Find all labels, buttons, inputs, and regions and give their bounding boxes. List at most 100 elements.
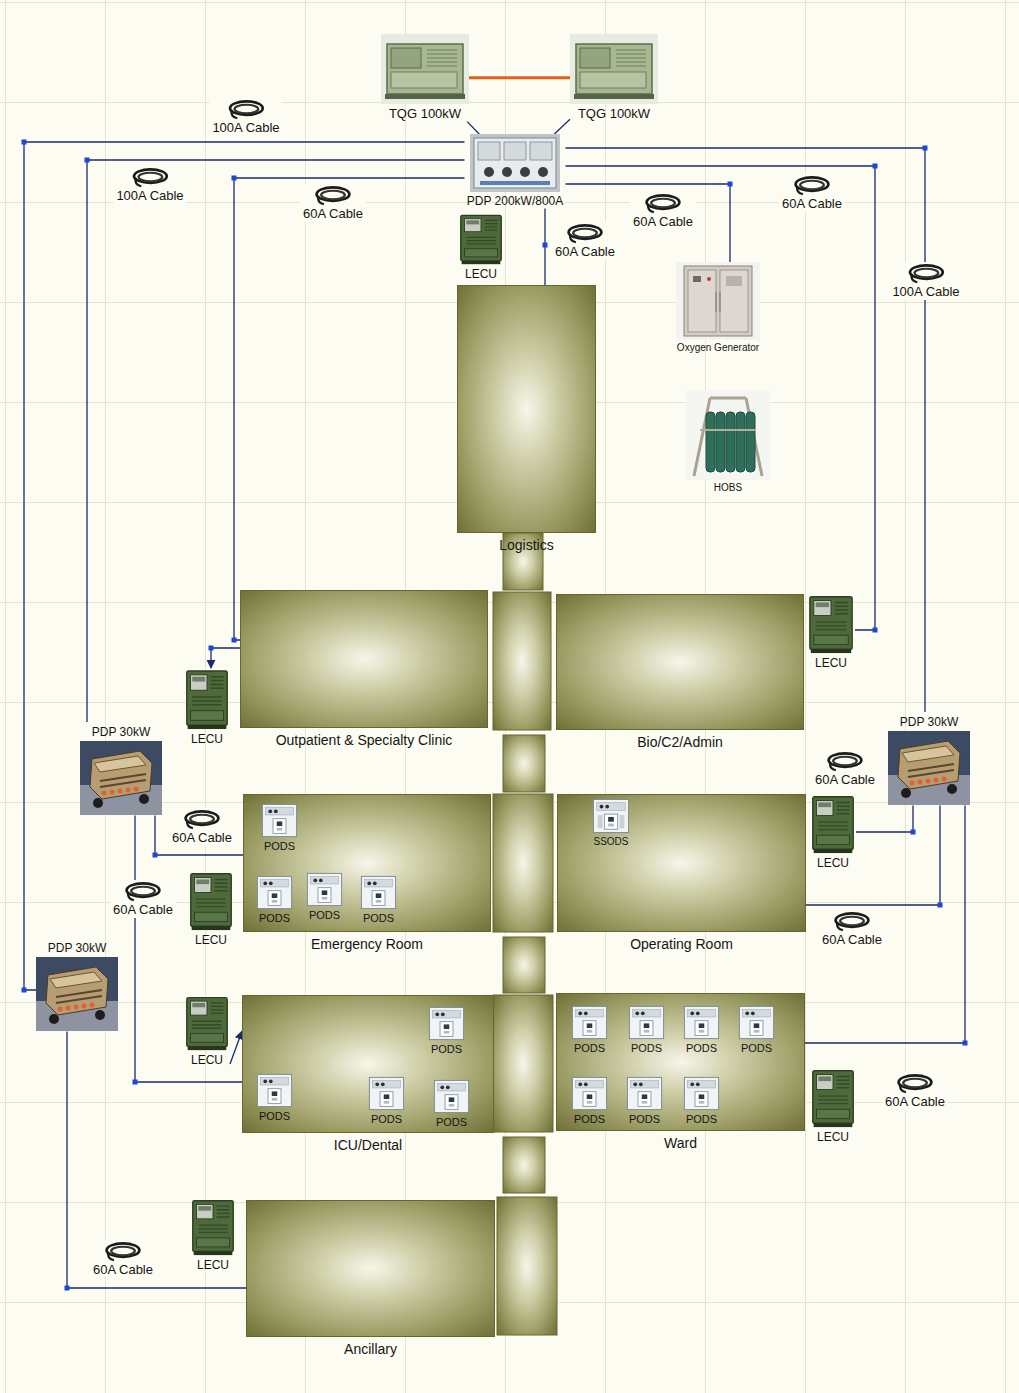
cable-label: 60A Cable xyxy=(822,932,882,948)
cable-connector xyxy=(469,76,570,79)
cable-label: 60A Cable xyxy=(782,196,842,212)
shelter-box: Ancillary xyxy=(246,1200,495,1337)
cable-tag: 60A Cable xyxy=(819,910,885,948)
corridor xyxy=(497,1197,557,1335)
cable-coil xyxy=(565,222,605,244)
unit-label: PODS xyxy=(629,1111,660,1126)
icon-frame xyxy=(381,34,469,104)
ssods-icon xyxy=(592,798,630,834)
cable-icon xyxy=(565,222,605,244)
generator: TQG 100kW xyxy=(570,34,658,122)
unit-label: PODS xyxy=(371,1111,402,1126)
power-distribution-panel: PDP 30kW xyxy=(80,722,162,815)
cable-coil xyxy=(182,808,222,830)
icon-frame xyxy=(256,875,293,910)
cable-tag: 60A Cable xyxy=(630,192,696,230)
cable-label: 60A Cable xyxy=(815,772,875,788)
unit-label: LECU xyxy=(817,1128,849,1144)
corridor xyxy=(503,1137,545,1193)
pods-icon xyxy=(428,1006,465,1041)
icon-frame xyxy=(80,741,162,815)
ssods-unit: SSODS xyxy=(591,798,631,848)
pods-icon xyxy=(433,1079,470,1114)
lecu-unit: LECU xyxy=(810,1068,856,1144)
unit-label: PDP 30kW xyxy=(900,712,958,731)
pods-unit: PODS xyxy=(683,1076,720,1126)
cable-tag: 60A Cable xyxy=(552,222,618,260)
unit-label: TQG 100kW xyxy=(389,104,461,122)
shelter-box: Operating RoomSSODS xyxy=(557,794,806,932)
cable-icon xyxy=(130,166,170,188)
pods-unit: PODS xyxy=(683,1005,720,1055)
shelter-label: Operating Room xyxy=(557,936,806,953)
lecu-icon xyxy=(807,594,855,654)
unit-label: HOBS xyxy=(714,480,742,494)
cable-label: 60A Cable xyxy=(555,244,615,260)
bend-point xyxy=(22,140,27,145)
cable-connector xyxy=(467,122,479,134)
bend-point xyxy=(923,146,928,151)
cable-tag: 100A Cable xyxy=(889,262,962,300)
hobs-icon xyxy=(686,390,770,480)
cable-connector xyxy=(554,119,570,134)
cable-connector xyxy=(135,815,242,1082)
unit-label: PODS xyxy=(574,1040,605,1055)
lecu-icon xyxy=(810,1068,856,1128)
icon-frame xyxy=(810,1068,856,1128)
unit-label: Oxygen Generator xyxy=(677,340,759,354)
shelter-label: ICU/Dental xyxy=(242,1137,494,1154)
icon-frame xyxy=(458,213,504,265)
bend-point xyxy=(209,646,214,651)
corridor xyxy=(493,794,553,932)
cable-connector xyxy=(805,805,965,1043)
icon-frame xyxy=(184,995,230,1051)
icon-frame xyxy=(738,1005,775,1040)
pods-icon xyxy=(738,1005,775,1040)
unit-label: LECU xyxy=(195,931,227,947)
shelter-label: Outpatient & Specialty Clinic xyxy=(240,732,488,749)
cable-icon xyxy=(832,910,872,932)
cable-coil xyxy=(895,1072,935,1094)
icon-frame xyxy=(36,957,118,1031)
cable-icon xyxy=(792,174,832,196)
cable-icon xyxy=(226,98,266,120)
unit-label: LECU xyxy=(191,1051,223,1067)
bend-point xyxy=(153,853,158,858)
lecu-unit: LECU xyxy=(458,213,504,281)
pods-unit: PODS xyxy=(626,1076,663,1126)
corridor xyxy=(493,995,553,1132)
icon-frame xyxy=(306,872,343,907)
pods-unit: PODS xyxy=(368,1076,405,1126)
cable-label: 100A Cable xyxy=(116,188,183,204)
cable-label: 60A Cable xyxy=(93,1262,153,1278)
icon-frame xyxy=(368,1076,405,1111)
unit-label: PODS xyxy=(686,1111,717,1126)
bend-point xyxy=(85,158,90,163)
unit-label: PODS xyxy=(436,1114,467,1129)
pods-unit: PODS xyxy=(628,1005,665,1055)
icon-frame xyxy=(676,262,760,340)
cable-tag: 60A Cable xyxy=(110,880,176,918)
lecu-icon xyxy=(188,871,234,931)
cable-connector xyxy=(234,178,465,640)
lecu-unit: LECU xyxy=(184,995,230,1067)
cable-label: 60A Cable xyxy=(303,206,363,222)
icon-frame xyxy=(571,1076,608,1111)
bend-point xyxy=(22,988,27,993)
cable-label: 100A Cable xyxy=(892,284,959,300)
lecu-icon xyxy=(190,1198,236,1256)
icon-frame xyxy=(807,594,855,654)
icon-frame xyxy=(592,798,630,834)
unit-label: PODS xyxy=(741,1040,772,1055)
icon-frame xyxy=(628,1005,665,1040)
shelter-box: Logistics xyxy=(457,285,596,533)
pods-unit: PODS xyxy=(738,1005,775,1055)
icon-frame xyxy=(184,668,230,730)
cable-connector xyxy=(856,805,913,832)
unit-label: PDP 30kW xyxy=(48,938,106,957)
cable-connector xyxy=(67,1031,246,1288)
pods-icon xyxy=(368,1076,405,1111)
unit-label: PODS xyxy=(686,1040,717,1055)
icon-frame xyxy=(261,803,298,838)
cable-coil xyxy=(906,262,946,284)
